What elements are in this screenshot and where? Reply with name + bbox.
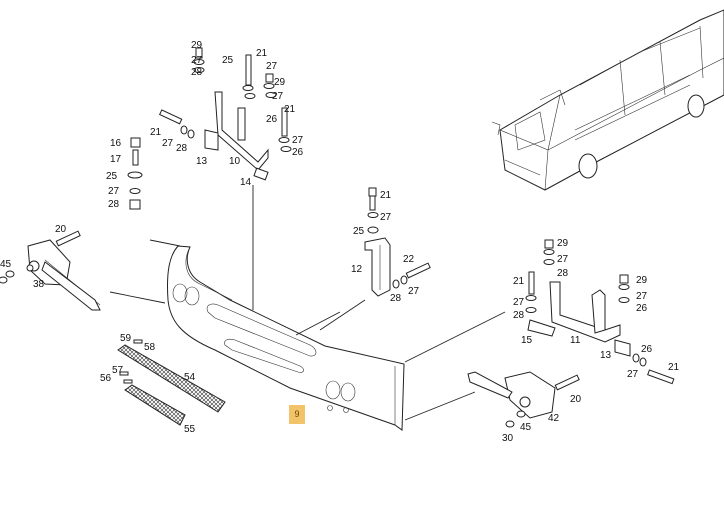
label: 13 <box>600 350 612 361</box>
label: 27 <box>557 254 569 265</box>
label: 21 <box>284 104 296 115</box>
highlighted-part-number: 9 <box>289 405 305 424</box>
label: 27 <box>636 291 648 302</box>
top-bracket-assembly <box>159 47 292 181</box>
upper-grille <box>117 344 226 413</box>
label: 20 <box>570 394 582 405</box>
label: 25 <box>222 55 234 66</box>
label: 21 <box>380 190 392 201</box>
label: 20 <box>55 224 67 235</box>
label: 14 <box>240 177 252 188</box>
label: 25 <box>353 226 365 237</box>
label: 10 <box>229 156 241 167</box>
label: 29 <box>557 238 569 249</box>
grille-fasteners <box>119 339 143 384</box>
label: 45 <box>0 259 12 270</box>
label: 28 <box>557 268 569 279</box>
front-bumper <box>167 245 405 431</box>
lower-grille <box>124 384 186 426</box>
label: 25 <box>106 171 118 182</box>
label: 29 <box>274 77 286 88</box>
label: 27 <box>292 135 304 146</box>
label: 11 <box>570 335 581 346</box>
left-mount-bracket <box>0 230 101 311</box>
label: 27 <box>162 138 174 149</box>
right-bracket-assembly <box>525 239 675 385</box>
label: 28 <box>513 310 525 321</box>
label: 12 <box>351 264 363 275</box>
label: 27 <box>627 369 639 380</box>
label: 58 <box>144 342 156 353</box>
label: 15 <box>521 335 533 346</box>
label: 38 <box>33 279 45 290</box>
label: 21 <box>150 127 162 138</box>
label: 29 <box>191 40 203 51</box>
label: 57 <box>112 365 124 376</box>
part-labels: 29 27 28 25 21 27 29 27 26 21 27 26 21 2… <box>0 40 680 444</box>
label: 55 <box>184 424 196 435</box>
left-fastener-stack <box>127 137 143 210</box>
label: 28 <box>108 199 120 210</box>
label: 21 <box>668 362 680 373</box>
label: 26 <box>292 147 304 158</box>
label: 28 <box>176 143 188 154</box>
label: 27 <box>108 186 120 197</box>
label: 21 <box>513 276 525 287</box>
label: 26 <box>266 114 278 125</box>
label: 26 <box>641 344 653 355</box>
label: 28 <box>390 293 402 304</box>
label: 16 <box>110 138 122 149</box>
leader-lines <box>109 185 506 421</box>
bus-illustration <box>491 9 724 191</box>
label: 27 <box>408 286 420 297</box>
label: 27 <box>272 91 284 102</box>
label: 27 <box>380 212 392 223</box>
middle-bracket-assembly <box>364 187 431 297</box>
label: 59 <box>120 333 132 344</box>
label: 42 <box>548 413 560 424</box>
label: 21 <box>256 48 268 59</box>
label: 27 <box>191 55 203 66</box>
label: 13 <box>196 156 208 167</box>
label: 26 <box>636 303 648 314</box>
label: 22 <box>403 254 415 265</box>
label: 27 <box>266 61 278 72</box>
right-mount-bracket <box>467 371 580 428</box>
label: 27 <box>513 297 525 308</box>
label: 17 <box>110 154 122 165</box>
label: 29 <box>636 275 648 286</box>
label: 54 <box>184 372 196 383</box>
label: 56 <box>100 373 112 384</box>
label: 45 <box>520 422 532 433</box>
label: 28 <box>191 67 203 78</box>
label: 30 <box>502 433 514 444</box>
